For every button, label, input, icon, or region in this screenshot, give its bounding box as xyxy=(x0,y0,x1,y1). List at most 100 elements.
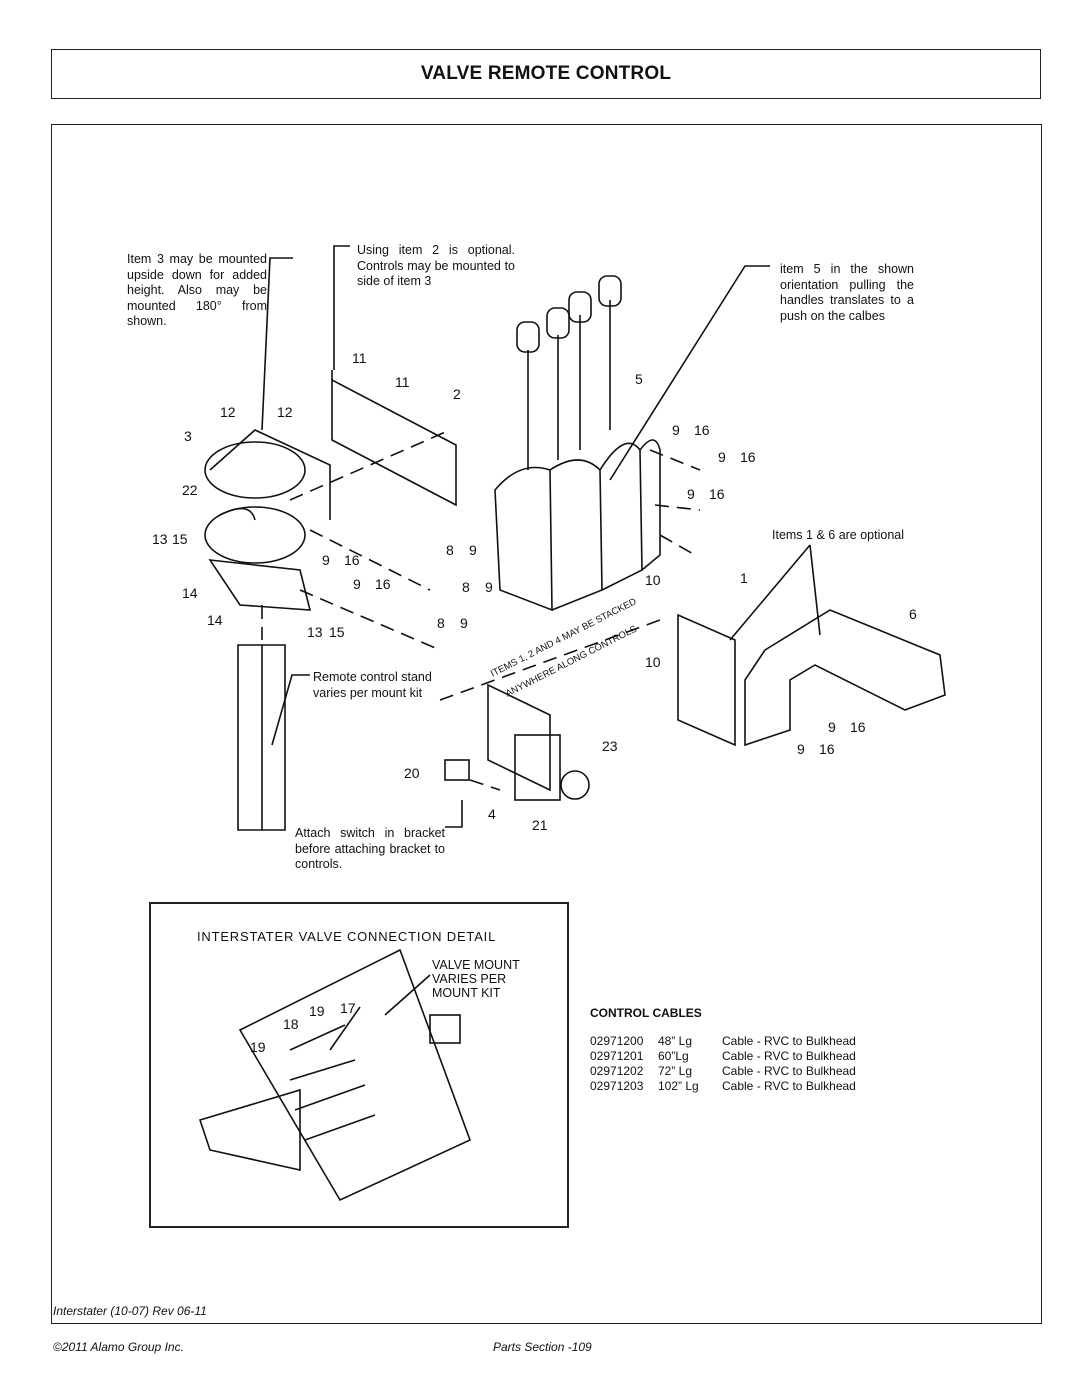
leader-opt6 xyxy=(809,544,821,636)
plate-3 xyxy=(204,441,306,499)
callout-label: 9 xyxy=(322,552,330,568)
callout-label: 16 xyxy=(740,449,756,465)
control-body-2 xyxy=(549,459,603,611)
part-number: 02971201 xyxy=(590,1049,644,1063)
bracket-23 xyxy=(514,734,561,801)
callout-label: 9 xyxy=(797,741,805,757)
callout-label: 11 xyxy=(395,374,410,390)
callout-label: 21 xyxy=(532,817,548,833)
swivel-plate-22 xyxy=(204,506,306,564)
leader-item2 xyxy=(333,245,350,370)
callout-label: 18 xyxy=(283,1016,299,1032)
mount-plate-2 xyxy=(331,378,457,507)
callout-label: 16 xyxy=(375,576,391,592)
control-body-3 xyxy=(599,442,643,591)
shelf-6 xyxy=(744,609,946,747)
callout-label: 9 xyxy=(469,542,477,558)
callout-label: 13 xyxy=(307,624,323,640)
cable-description: Cable - RVC to Bulkhead xyxy=(722,1079,856,1093)
callout-label: 9 xyxy=(353,576,361,592)
note-stand: Remote control stand varies per mount ki… xyxy=(313,670,432,700)
callout-label: 19 xyxy=(250,1039,266,1055)
cable-length: 60”Lg xyxy=(658,1049,689,1063)
callout-label: 8 xyxy=(437,615,445,631)
title-box: VALVE REMOTE CONTROL xyxy=(51,49,1041,99)
callout-label: 9 xyxy=(485,579,493,595)
cable-description: Cable - RVC to Bulkhead xyxy=(722,1034,856,1048)
leader-switch xyxy=(445,800,463,828)
callout-label: 8 xyxy=(462,579,470,595)
table-row: 02971201 60”Lg Cable - RVC to Bulkhead xyxy=(590,1049,862,1064)
diagram-frame xyxy=(51,124,1042,1324)
footer-copyright: ©2011 Alamo Group Inc. xyxy=(53,1340,184,1354)
callout-label: 2 xyxy=(453,386,461,402)
callout-label: 16 xyxy=(344,552,360,568)
callout-label: 5 xyxy=(635,371,643,387)
leader-item5 xyxy=(609,265,770,481)
cable-length: 102” Lg xyxy=(658,1079,699,1093)
callout-label: 16 xyxy=(850,719,866,735)
part-number: 02971202 xyxy=(590,1064,644,1078)
callout-label: 17 xyxy=(340,1000,356,1016)
callout-label: 16 xyxy=(694,422,710,438)
control-body-1 xyxy=(494,466,553,612)
callout-label: 8 xyxy=(446,542,454,558)
callout-label: 3 xyxy=(184,428,192,444)
callout-label: 16 xyxy=(709,486,725,502)
cable-description: Cable - RVC to Bulkhead xyxy=(722,1064,856,1078)
footer-model: Interstater (10-07) Rev 06-11 xyxy=(53,1304,207,1318)
table-row: 02971202 72” Lg Cable - RVC to Bulkhead xyxy=(590,1064,862,1079)
bracket-1 xyxy=(677,613,736,747)
callout-label: 6 xyxy=(909,606,917,622)
callout-label: 14 xyxy=(207,612,223,628)
control-cables-table: 02971200 48” Lg Cable - RVC to Bulkhead … xyxy=(590,1034,862,1094)
part-number: 02971200 xyxy=(590,1034,644,1048)
valve-connection-detail xyxy=(149,902,569,1228)
detail-note: VALVE MOUNT VARIES PER MOUNT KIT xyxy=(432,958,520,1000)
cable-length: 48” Lg xyxy=(658,1034,693,1048)
note-optional: Items 1 & 6 are optional xyxy=(772,528,905,542)
part-number: 02971203 xyxy=(590,1079,644,1093)
detail-title: INTERSTATER VALVE CONNECTION DETAIL xyxy=(197,929,497,944)
bracket-14 xyxy=(208,559,312,611)
callout-label: 13 xyxy=(152,531,168,547)
callout-label: 12 xyxy=(277,404,293,420)
note-item3: Item 3 may be mounted upside down for ad… xyxy=(127,252,267,328)
leader-stand xyxy=(271,674,310,746)
callout-label: 15 xyxy=(329,624,345,640)
callout-label: 15 xyxy=(172,531,188,547)
leader-item3 xyxy=(261,257,293,431)
callout-label: 9 xyxy=(460,615,468,631)
control-body-4 xyxy=(639,439,661,571)
footer-page-number: Parts Section -109 xyxy=(493,1340,592,1354)
callout-label: 19 xyxy=(309,1003,325,1019)
page-title: VALVE REMOTE CONTROL xyxy=(420,63,672,84)
note-switch: Attach switch in bracket before attachin… xyxy=(295,826,445,871)
valve-plate xyxy=(238,948,472,1202)
callout-label: 14 xyxy=(182,585,198,601)
callout-label: 9 xyxy=(828,719,836,735)
note-item2: Using item 2 is optional. Controls may b… xyxy=(357,243,515,288)
callout-label: 16 xyxy=(819,741,835,757)
callout-label: 1 xyxy=(740,570,748,586)
callout-label: 10 xyxy=(645,654,661,670)
control-cables-title: CONTROL CABLES xyxy=(590,1006,702,1020)
callout-label: 4 xyxy=(488,806,496,822)
table-row: 02971200 48” Lg Cable - RVC to Bulkhead xyxy=(590,1034,862,1049)
cable-length: 72” Lg xyxy=(658,1064,693,1078)
callout-label: 20 xyxy=(404,765,420,781)
leader-opt1 xyxy=(729,544,811,641)
switch-20 xyxy=(444,759,470,781)
callout-label: 9 xyxy=(672,422,680,438)
callout-label: 9 xyxy=(718,449,726,465)
callout-label: 23 xyxy=(602,738,618,754)
callout-label: 10 xyxy=(645,572,661,588)
switch-bracket-4 xyxy=(487,683,551,792)
callout-label: 9 xyxy=(687,486,695,502)
note-item5: item 5 in the shown orientation pulling … xyxy=(780,262,914,323)
table-row: 02971203 102” Lg Cable - RVC to Bulkhead xyxy=(590,1079,862,1094)
stand-tube xyxy=(237,644,286,831)
callout-label: 22 xyxy=(182,482,198,498)
callout-label: 12 xyxy=(220,404,236,420)
